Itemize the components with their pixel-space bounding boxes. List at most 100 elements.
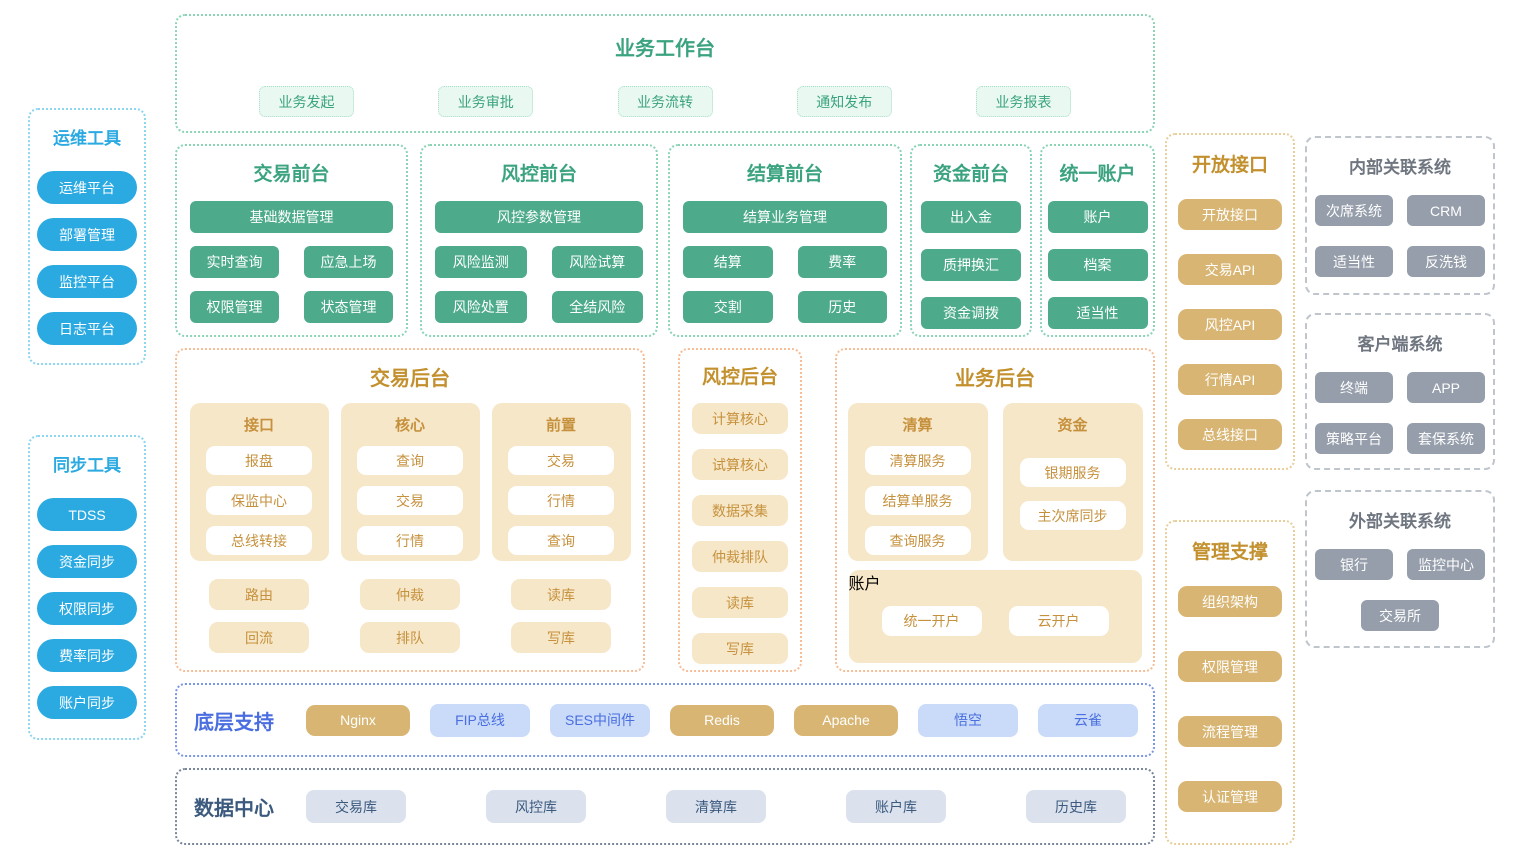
risk-api-button[interactable]: 风控API	[1178, 309, 1282, 340]
regulator-center-button[interactable]: 保监中心	[206, 486, 312, 515]
statement-service-button[interactable]: 结算单服务	[864, 486, 971, 515]
org-structure-button[interactable]: 组织架构	[1178, 586, 1282, 617]
bus-relay-button[interactable]: 总线转接	[206, 526, 312, 555]
risk-write-db-button[interactable]: 写库	[692, 633, 788, 664]
deposit-withdraw-button[interactable]: 出入金	[921, 201, 1021, 233]
cloud-open-account-button[interactable]: 云开户	[1008, 606, 1109, 636]
queue-button[interactable]: 排队	[360, 622, 460, 653]
core-quote-button[interactable]: 行情	[357, 526, 463, 555]
account-button[interactable]: 账户	[1047, 201, 1148, 233]
bank-futures-service-button[interactable]: 银期服务	[1019, 458, 1126, 487]
delivery-button[interactable]: 交割	[683, 291, 773, 323]
backflow-button[interactable]: 回流	[209, 622, 309, 653]
pledge-exchange-button[interactable]: 质押换汇	[921, 249, 1021, 281]
wukong-button[interactable]: 悟空	[918, 703, 1018, 737]
open-api-button[interactable]: 开放接口	[1178, 199, 1282, 230]
risk-read-db-button[interactable]: 读库	[692, 587, 788, 618]
account-sync-button[interactable]: 账户同步	[37, 686, 137, 719]
quote-api-button[interactable]: 行情API	[1178, 364, 1282, 395]
calc-core-button[interactable]: 计算核心	[692, 403, 788, 434]
core-query-button[interactable]: 查询	[357, 446, 463, 475]
rate-button[interactable]: 费率	[797, 246, 887, 278]
trial-core-button[interactable]: 试算核心	[692, 449, 788, 480]
client-systems-title: 客户端系统	[1357, 335, 1443, 354]
strategy-platform-button[interactable]: 策略平台	[1315, 423, 1393, 454]
clearing-db-button[interactable]: 清算库	[666, 790, 766, 823]
bank-button[interactable]: 银行	[1315, 549, 1393, 580]
monitor-center-button[interactable]: 监控中心	[1407, 549, 1485, 580]
perm-mgmt-button[interactable]: 权限管理	[190, 291, 279, 323]
data-collect-button[interactable]: 数据采集	[692, 495, 788, 526]
fip-bus-button[interactable]: FIP总线	[430, 703, 530, 737]
risk-db-button[interactable]: 风控库	[486, 790, 586, 823]
route-button[interactable]: 路由	[209, 579, 309, 610]
process-mgmt-button[interactable]: 流程管理	[1178, 716, 1282, 747]
anti-money-laundering-button[interactable]: 反洗钱	[1407, 246, 1485, 277]
perm-sync-button[interactable]: 权限同步	[37, 592, 137, 625]
tdss-button[interactable]: TDSS	[37, 498, 137, 531]
biz-approve-button[interactable]: 业务审批	[438, 86, 534, 117]
full-risk-button[interactable]: 全结风险	[551, 291, 643, 323]
risk-param-mgmt-button[interactable]: 风控参数管理	[435, 201, 643, 233]
settle-button[interactable]: 结算	[683, 246, 773, 278]
history-button[interactable]: 历史	[797, 291, 887, 323]
clearing-service-button[interactable]: 清算服务	[864, 446, 971, 475]
emergency-entry-button[interactable]: 应急上场	[304, 246, 393, 278]
core-trade-button[interactable]: 交易	[357, 486, 463, 515]
settle-biz-mgmt-button[interactable]: 结算业务管理	[683, 201, 887, 233]
crm-button[interactable]: CRM	[1407, 195, 1485, 226]
nginx-button[interactable]: Nginx	[306, 704, 410, 736]
risk-monitor-button[interactable]: 风险监测	[435, 246, 527, 278]
mgmt-support-title: 管理支撑	[1191, 542, 1268, 563]
notice-publish-button[interactable]: 通知发布	[796, 86, 892, 117]
status-mgmt-button[interactable]: 状态管理	[304, 291, 393, 323]
query-service-button[interactable]: 查询服务	[864, 526, 971, 555]
biz-report-button[interactable]: 业务报表	[976, 86, 1071, 117]
risk-trial-button[interactable]: 风险试算	[551, 246, 643, 278]
read-db-button[interactable]: 读库	[511, 579, 611, 610]
history-db-button[interactable]: 历史库	[1026, 790, 1126, 823]
auth-mgmt-button[interactable]: 认证管理	[1178, 781, 1282, 812]
archive-button[interactable]: 档案	[1047, 249, 1148, 281]
bus-interface-button[interactable]: 总线接口	[1178, 419, 1282, 450]
log-platform-button[interactable]: 日志平台	[37, 312, 137, 345]
exchange-button[interactable]: 交易所	[1361, 600, 1439, 631]
fund-sync-button[interactable]: 资金同步	[37, 545, 137, 578]
mgmt-perm-button[interactable]: 权限管理	[1178, 651, 1282, 682]
hedge-system-button[interactable]: 套保系统	[1407, 423, 1485, 454]
terminal-button[interactable]: 终端	[1315, 372, 1393, 403]
ops-platform-button[interactable]: 运维平台	[37, 171, 137, 204]
redis-button[interactable]: Redis	[670, 704, 774, 736]
arbitrate-queue-button[interactable]: 仲裁排队	[692, 541, 788, 572]
biz-flow-button[interactable]: 业务流转	[617, 86, 713, 117]
group-interface: 接口 报盘 保监中心 总线转接	[189, 403, 329, 561]
fe-quote-button[interactable]: 行情	[508, 486, 614, 515]
fund-transfer-button[interactable]: 资金调拨	[921, 297, 1021, 329]
trade-db-button[interactable]: 交易库	[306, 790, 406, 823]
risk-dispose-button[interactable]: 风险处置	[435, 291, 527, 323]
fe-trade-button[interactable]: 交易	[508, 446, 614, 475]
primary-secondary-sync-button[interactable]: 主次席同步	[1019, 501, 1126, 530]
app-button[interactable]: APP	[1407, 372, 1485, 403]
yunque-button[interactable]: 云雀	[1038, 703, 1138, 737]
account-db-button[interactable]: 账户库	[846, 790, 946, 823]
trade-api-button[interactable]: 交易API	[1178, 254, 1282, 285]
datacenter-title: 数据中心	[194, 798, 274, 820]
apache-button[interactable]: Apache	[794, 704, 898, 736]
realtime-query-button[interactable]: 实时查询	[190, 246, 279, 278]
rate-sync-button[interactable]: 费率同步	[37, 639, 137, 672]
write-db-button[interactable]: 写库	[511, 622, 611, 653]
unified-open-account-button[interactable]: 统一开户	[881, 606, 982, 636]
secondary-seat-button[interactable]: 次席系统	[1315, 195, 1393, 226]
internal-suitability-button[interactable]: 适当性	[1315, 246, 1393, 277]
biz-initiate-button[interactable]: 业务发起	[259, 86, 354, 117]
deploy-mgmt-button[interactable]: 部署管理	[37, 218, 137, 251]
arbitrate-button[interactable]: 仲裁	[360, 579, 460, 610]
monitor-platform-button[interactable]: 监控平台	[37, 265, 137, 298]
fe-query-button[interactable]: 查询	[508, 526, 614, 555]
ses-middleware-button[interactable]: SES中间件	[550, 703, 650, 737]
base-data-mgmt-button[interactable]: 基础数据管理	[190, 201, 393, 233]
sync-tools-title: 同步工具	[53, 456, 121, 475]
quote-button[interactable]: 报盘	[206, 446, 312, 475]
suitability-button[interactable]: 适当性	[1047, 297, 1148, 329]
